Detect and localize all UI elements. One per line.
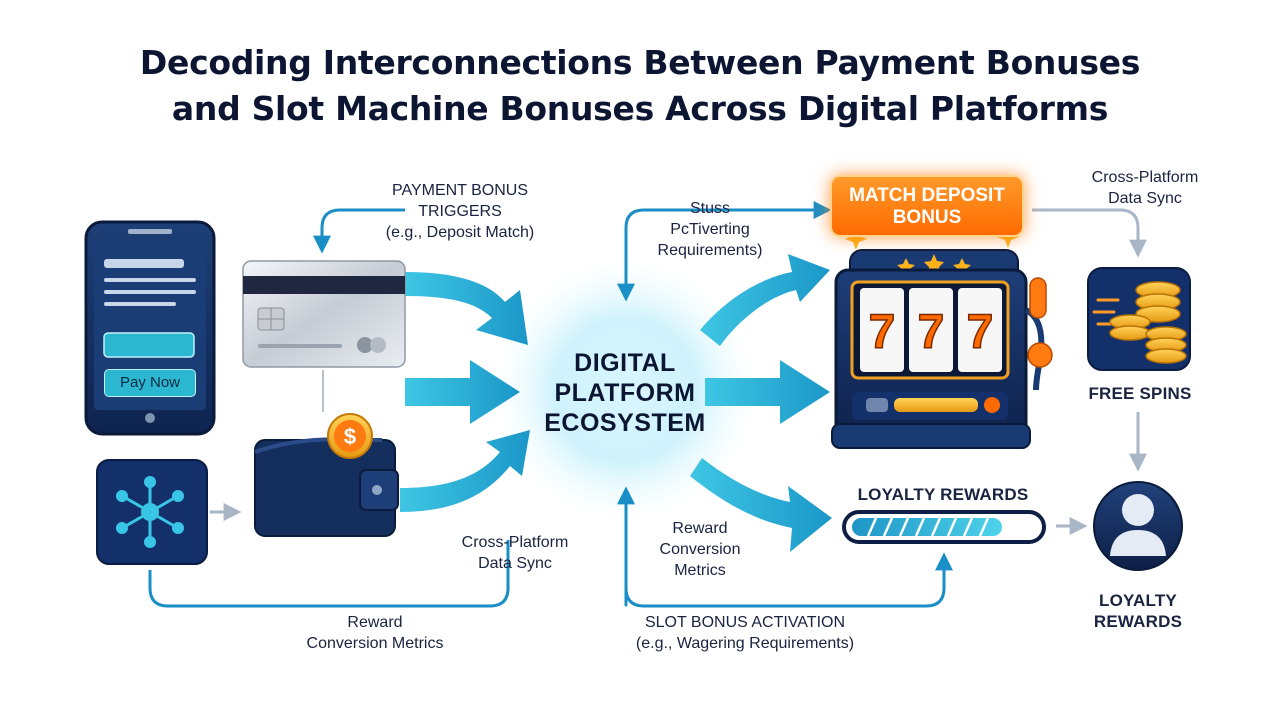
network-icon	[96, 459, 208, 565]
credit-card-icon	[242, 260, 406, 368]
wallet-icon: $	[254, 413, 399, 537]
hub-line-2: PLATFORM	[554, 379, 696, 407]
reward-conversion-left-label: Reward Conversion Metrics	[280, 612, 470, 654]
payment-triggers-line-1: PAYMENT BONUS	[391, 182, 529, 199]
top-center-line-1: Stuss	[689, 200, 730, 217]
connector-bottom-left	[148, 540, 510, 608]
reel-symbol: 7	[869, 306, 896, 359]
arrow-card-to-hub	[405, 272, 528, 345]
title-line-1: Decoding Interconnections Between Paymen…	[139, 43, 1141, 82]
loyalty-progress-bar	[842, 510, 1046, 544]
badge-line-2: BONUS	[892, 207, 962, 228]
sparkle-icon	[997, 226, 1019, 248]
arrow-hub-to-slot-top	[700, 254, 830, 346]
top-center-line-2: PcTiverting	[670, 221, 750, 238]
reward-conversion-left-line-2: Conversion Metrics	[306, 635, 444, 652]
payment-triggers-line-2: TRIGGERS	[418, 203, 502, 220]
slot-activation-line-1: SLOT BONUS ACTIVATION	[644, 614, 846, 631]
loyalty-rewards-label: LOYALTY REWARDS	[1078, 590, 1198, 632]
slot-machine-icon: 7 7 7	[831, 249, 1053, 449]
cross-platform-left-line-1: Cross-Platform	[461, 534, 569, 551]
payment-triggers-label: PAYMENT BONUS TRIGGERS (e.g., Deposit Ma…	[350, 180, 570, 243]
coins-icon	[1087, 267, 1191, 371]
reel-symbol: 7	[918, 306, 945, 359]
free-spins-label: FREE SPINS	[1088, 384, 1192, 403]
coin-symbol: $	[344, 424, 356, 449]
connector-top-center	[624, 201, 832, 298]
top-center-line-3: Requirements)	[657, 242, 763, 259]
reward-conversion-center-label: Reward Conversion Metrics	[640, 518, 760, 581]
arrow-phone-to-hub	[405, 360, 520, 424]
pay-now-button[interactable]: Pay Now	[104, 369, 196, 397]
user-avatar-icon	[1093, 481, 1183, 571]
hub-line-1: DIGITAL	[574, 349, 676, 377]
arrow-hub-to-slot-mid	[705, 360, 830, 424]
slot-bonus-activation-label: SLOT BONUS ACTIVATION (e.g., Wagering Re…	[610, 612, 880, 654]
hub-glow	[495, 260, 755, 520]
connector-top-left	[313, 208, 405, 254]
arrow-wallet-to-hub	[400, 430, 530, 512]
cross-platform-top-line-2: Data Sync	[1108, 190, 1182, 207]
loyalty-bar-label: LOYALTY REWARDS	[857, 485, 1029, 504]
loyalty-rewards-line-1: LOYALTY	[1099, 591, 1177, 610]
smartphone-icon	[84, 220, 216, 436]
badge-line-1: MATCH DEPOSIT	[849, 185, 1005, 206]
hub-label: DIGITAL PLATFORM ECOSYSTEM	[505, 348, 745, 438]
hub-line-3: ECOSYSTEM	[544, 409, 706, 437]
loyalty-rewards-line-2: REWARDS	[1093, 612, 1183, 631]
reward-conversion-center-line-1: Reward	[672, 520, 728, 537]
reel-symbol: 7	[967, 306, 994, 359]
reward-conversion-left-line-1: Reward	[347, 614, 403, 631]
match-deposit-badge: MATCH DEPOSIT BONUS	[830, 175, 1024, 237]
arrow-hub-to-loyalty	[690, 458, 832, 552]
payment-triggers-line-3: (e.g., Deposit Match)	[385, 224, 535, 241]
top-center-label: Stuss PcTiverting Requirements)	[630, 198, 790, 261]
reward-conversion-center-line-2: Conversion	[659, 541, 741, 558]
slot-activation-line-2: (e.g., Wagering Requirements)	[635, 635, 855, 652]
title-line-2: and Slot Machine Bonuses Across Digital …	[171, 89, 1109, 128]
cross-platform-top-line-1: Cross-Platform	[1091, 169, 1199, 186]
sparkle-icon	[845, 228, 867, 250]
cross-platform-sync-left-label: Cross-Platform Data Sync	[440, 532, 590, 574]
reward-conversion-center-line-3: Metrics	[674, 562, 726, 579]
cross-platform-left-line-2: Data Sync	[478, 555, 552, 572]
page-title: Decoding Interconnections Between Paymen…	[0, 40, 1280, 132]
connector-bottom-right	[624, 552, 953, 608]
connector-badge-coins	[1032, 208, 1147, 258]
cross-platform-sync-top-label: Cross-Platform Data Sync	[1070, 167, 1220, 209]
